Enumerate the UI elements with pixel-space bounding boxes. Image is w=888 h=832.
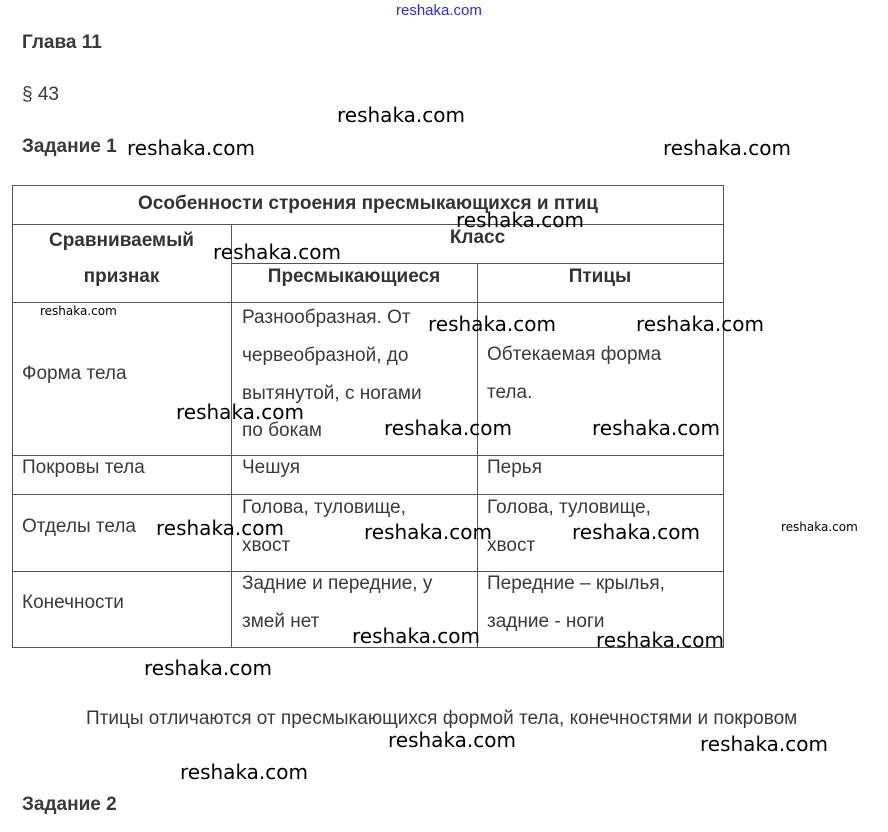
row-birds-text: задние - ноги	[487, 611, 605, 632]
watermark: reshaka.com	[636, 312, 764, 336]
row-birds-text: Перья	[487, 457, 542, 478]
site-link[interactable]: reshaka.com	[396, 2, 482, 19]
watermark: reshaka.com	[352, 624, 480, 648]
header-feature-line-2: признак	[83, 266, 160, 287]
row-reptiles-text: Разнообразная. От	[242, 307, 411, 328]
table-rule	[12, 185, 724, 186]
table-title: Особенности строения пресмыкающихся и пт…	[138, 193, 598, 214]
row-reptiles-text: вытянутой, с ногами	[242, 383, 422, 404]
watermark: reshaka.com	[176, 400, 304, 424]
watermark: reshaka.com	[700, 732, 828, 756]
watermark: reshaka.com	[596, 628, 724, 652]
watermark: reshaka.com	[144, 656, 272, 680]
row-birds-text: хвост	[487, 535, 536, 556]
row-reptiles-text: червеобразной, до	[242, 345, 409, 366]
watermark: reshaka.com	[40, 304, 117, 318]
row-birds-text: Обтекаемая форма	[487, 344, 662, 365]
row-feature: Форма тела	[22, 363, 127, 384]
section-heading: § 43	[22, 84, 59, 105]
watermark: reshaka.com	[156, 516, 284, 540]
table-rule	[12, 494, 724, 495]
table-rule	[477, 263, 478, 648]
row-birds-text: Передние – крылья,	[487, 573, 665, 594]
row-feature: Покровы тела	[22, 457, 145, 478]
row-birds-text: Голова, туловище,	[487, 497, 651, 518]
watermark: reshaka.com	[572, 520, 700, 544]
conclusion-text: Птицы отличаются от пресмыкающихся формо…	[86, 708, 798, 729]
header-feature-line-1: Сравниваемый	[48, 230, 194, 251]
row-birds-text: тела.	[487, 382, 533, 403]
row-feature: Отделы тела	[22, 516, 136, 537]
row-reptiles-text: хвост	[242, 535, 291, 556]
comparison-table: Особенности строения пресмыкающихся и пт…	[12, 185, 724, 648]
header-reptiles: Пресмыкающиеся	[267, 266, 441, 287]
watermark: reshaka.com	[384, 416, 512, 440]
watermark: reshaka.com	[428, 312, 556, 336]
table-rule	[12, 571, 724, 572]
header-birds: Птицы	[568, 266, 632, 287]
task-1-heading: Задание 1	[22, 136, 117, 157]
task-2-heading: Задание 2	[22, 794, 117, 815]
table-rule	[12, 647, 724, 648]
table-rule	[723, 185, 724, 648]
watermark: reshaka.com	[388, 728, 516, 752]
watermark: reshaka.com	[781, 520, 858, 534]
watermark: reshaka.com	[592, 416, 720, 440]
table-rule	[231, 224, 232, 648]
row-reptiles-text: по бокам	[242, 420, 322, 441]
watermark: reshaka.com	[337, 103, 465, 127]
watermark: reshaka.com	[213, 240, 341, 264]
header-class: Класс	[449, 227, 506, 248]
row-reptiles-text: Задние и передние, у	[242, 573, 433, 594]
table-rule	[12, 302, 724, 303]
watermark: reshaka.com	[456, 208, 584, 232]
row-feature: Конечности	[22, 592, 124, 613]
table-rule	[12, 185, 13, 648]
row-reptiles-text: Чешуя	[242, 457, 301, 478]
watermark: reshaka.com	[180, 760, 308, 784]
row-reptiles-text: Голова, туловище,	[242, 497, 406, 518]
row-reptiles-text: змей нет	[242, 611, 320, 632]
watermark: reshaka.com	[364, 520, 492, 544]
watermark: reshaka.com	[127, 136, 255, 160]
chapter-heading: Глава 11	[22, 32, 102, 53]
table-rule	[12, 455, 724, 456]
watermark: reshaka.com	[663, 136, 791, 160]
table-rule	[12, 224, 724, 225]
